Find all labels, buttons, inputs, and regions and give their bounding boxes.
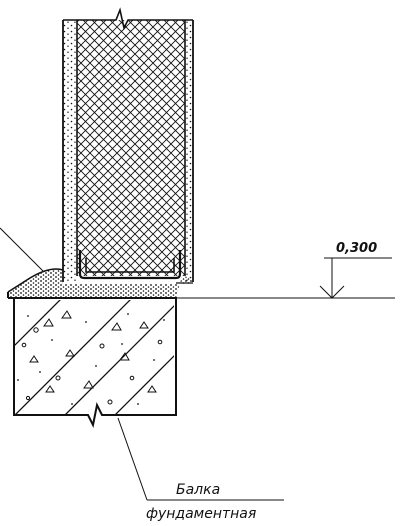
break-mark-top: [63, 7, 193, 31]
elevation-label: 0,300: [336, 241, 377, 256]
beam-label-line2: фундаментная: [146, 506, 256, 522]
wall-panel: [62, 7, 194, 282]
steel-channel: [78, 250, 182, 280]
foundation-beam: [7, 292, 177, 429]
leader-line-left: [0, 227, 45, 273]
beam-label-line1: Балка: [176, 482, 220, 498]
insulation-core: [77, 20, 185, 276]
beam-label-leader: [117, 417, 284, 501]
mortar-bed: [7, 268, 193, 298]
elevation-marker: 0,300: [176, 241, 395, 299]
